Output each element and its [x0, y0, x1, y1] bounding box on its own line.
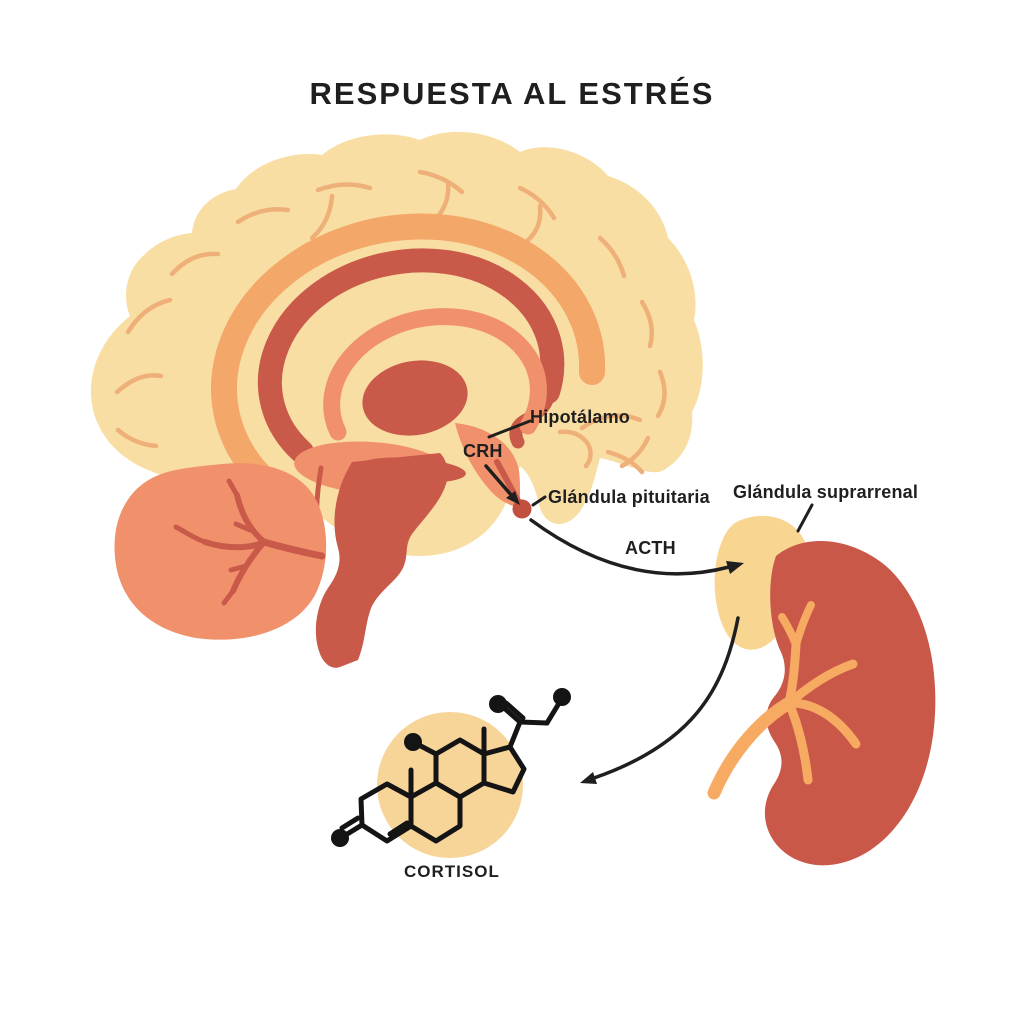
- limbic-ring: [323, 308, 547, 441]
- cortex-sulci-lines: [114, 169, 667, 475]
- crh-arrow: [484, 464, 520, 505]
- cortisol-label: CORTISOL: [404, 862, 500, 881]
- inner-cortex-band: [211, 213, 606, 491]
- cortisol-molecule-icon: [331, 688, 571, 858]
- brainstem: [315, 453, 448, 668]
- pituitary-label: Glándula pituitaria: [548, 487, 710, 507]
- cerebellum-arbor-vitae: [173, 478, 326, 606]
- hypothalamus-label: Hipotálamo: [530, 407, 631, 427]
- brain-illustration: [90, 131, 703, 668]
- renal-vessels: [707, 601, 861, 800]
- hypothalamus-pointer-line: [487, 419, 532, 439]
- cerebellum: [114, 463, 327, 640]
- acth-label: ACTH: [625, 538, 676, 558]
- pituitary-pointer-line: [531, 495, 547, 507]
- crh-label: CRH: [463, 441, 503, 461]
- adrenal-pointer-line: [796, 503, 814, 533]
- cortisol-release-arrow: [580, 616, 740, 784]
- corpus-callosum-arc: [257, 248, 565, 464]
- acth-arrow: [529, 518, 744, 576]
- adrenal-label: Glándula suprarrenal: [733, 482, 919, 502]
- kidney-illustration: [707, 515, 936, 866]
- pituitary-gland-dot: [512, 499, 532, 519]
- page-title: RESPUESTA AL ESTRÉS: [309, 76, 715, 111]
- thalamus: [362, 360, 468, 436]
